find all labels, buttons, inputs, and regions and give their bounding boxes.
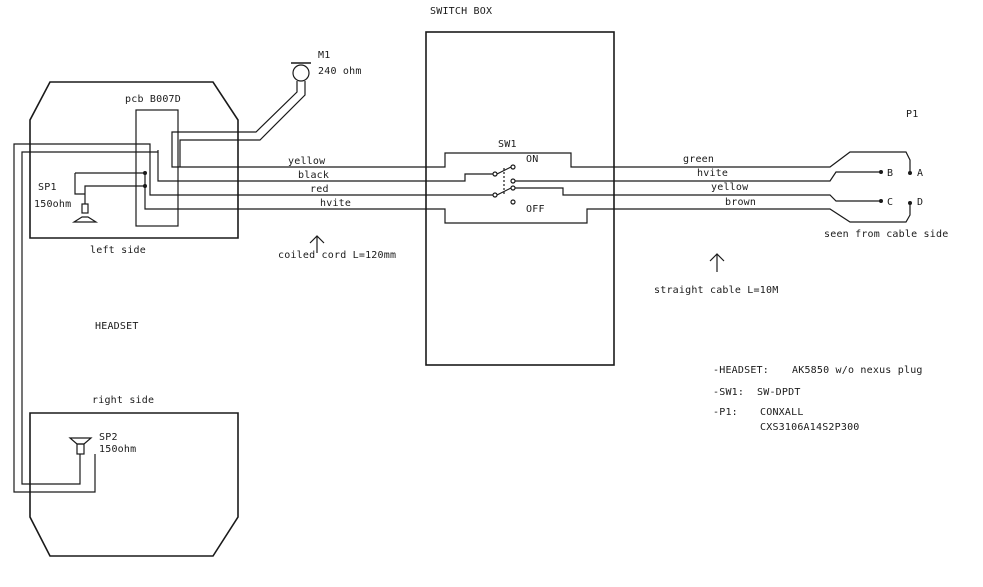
p1-pin-a: A bbox=[917, 168, 923, 179]
straight-wire-label-3: yellow bbox=[711, 182, 749, 193]
mic-cable bbox=[171, 81, 306, 162]
sw1-on-label: ON bbox=[526, 154, 538, 165]
note-sw1-value: SW-DPDT bbox=[757, 387, 801, 398]
straight-wire-label-4: brown bbox=[725, 197, 756, 208]
speaker-sp2-icon bbox=[68, 437, 93, 455]
sp1-ref: SP1 bbox=[38, 182, 57, 193]
mic-value: 240 ohm bbox=[318, 66, 362, 77]
sp1-value: 150ohm bbox=[34, 199, 71, 210]
switch-box-title: SWITCH BOX bbox=[430, 6, 492, 17]
coiled-wire-label-3: red bbox=[310, 184, 329, 195]
straight-wire-label-1: green bbox=[683, 154, 714, 165]
pcb-label: pcb B007D bbox=[125, 94, 181, 105]
p1-pin-b: B bbox=[887, 168, 893, 179]
sw1-ref: SW1 bbox=[498, 139, 517, 150]
p1-view-note: seen from cable side bbox=[824, 229, 948, 240]
headset-label: HEADSET bbox=[95, 321, 139, 332]
sw1-off-label: OFF bbox=[526, 204, 545, 215]
coiled-cord-arrow-icon bbox=[309, 235, 325, 253]
sp2-ref: SP2 bbox=[99, 432, 118, 443]
pcb-outline bbox=[135, 109, 179, 227]
straight-cable-arrow-icon bbox=[709, 253, 725, 272]
left-earcup-outline bbox=[29, 81, 239, 239]
left-side-label: left side bbox=[90, 245, 146, 256]
straight-cable-wires bbox=[614, 151, 911, 223]
straight-cable-label: straight cable L=10M bbox=[654, 285, 778, 296]
headset-internal-wiring bbox=[13, 143, 426, 493]
right-side-label: right side bbox=[92, 395, 154, 406]
straight-wire-label-2: hvite bbox=[697, 168, 728, 179]
coiled-wire-label-4: hvite bbox=[320, 198, 351, 209]
p1-pin-d: D bbox=[917, 197, 923, 208]
coiled-wire-label-2: black bbox=[298, 170, 329, 181]
note-p1-key: -P1: bbox=[713, 407, 738, 418]
right-earcup-outline bbox=[29, 412, 239, 557]
sw1-switch bbox=[426, 152, 614, 224]
p1-pin-c: C bbox=[887, 197, 893, 208]
p1-connector bbox=[879, 170, 912, 205]
note-sw1-key: -SW1: bbox=[713, 387, 744, 398]
coiled-wire-label-1: yellow bbox=[288, 156, 326, 167]
speaker-sp1-icon bbox=[71, 203, 99, 223]
mic-ref: M1 bbox=[318, 50, 330, 61]
note-p1-value2: CXS3106A14S2P300 bbox=[760, 422, 860, 433]
note-headset-key: -HEADSET: bbox=[713, 365, 769, 376]
note-headset-value: AK5850 w/o nexus plug bbox=[792, 365, 923, 376]
note-p1-value: CONXALL bbox=[760, 407, 804, 418]
sp2-value: 150ohm bbox=[99, 444, 136, 455]
switch-box-enclosure bbox=[425, 31, 615, 366]
coiled-cord-label: coiled cord L=120mm bbox=[278, 250, 396, 261]
p1-ref: P1 bbox=[906, 109, 918, 120]
microphone-icon bbox=[291, 62, 311, 82]
